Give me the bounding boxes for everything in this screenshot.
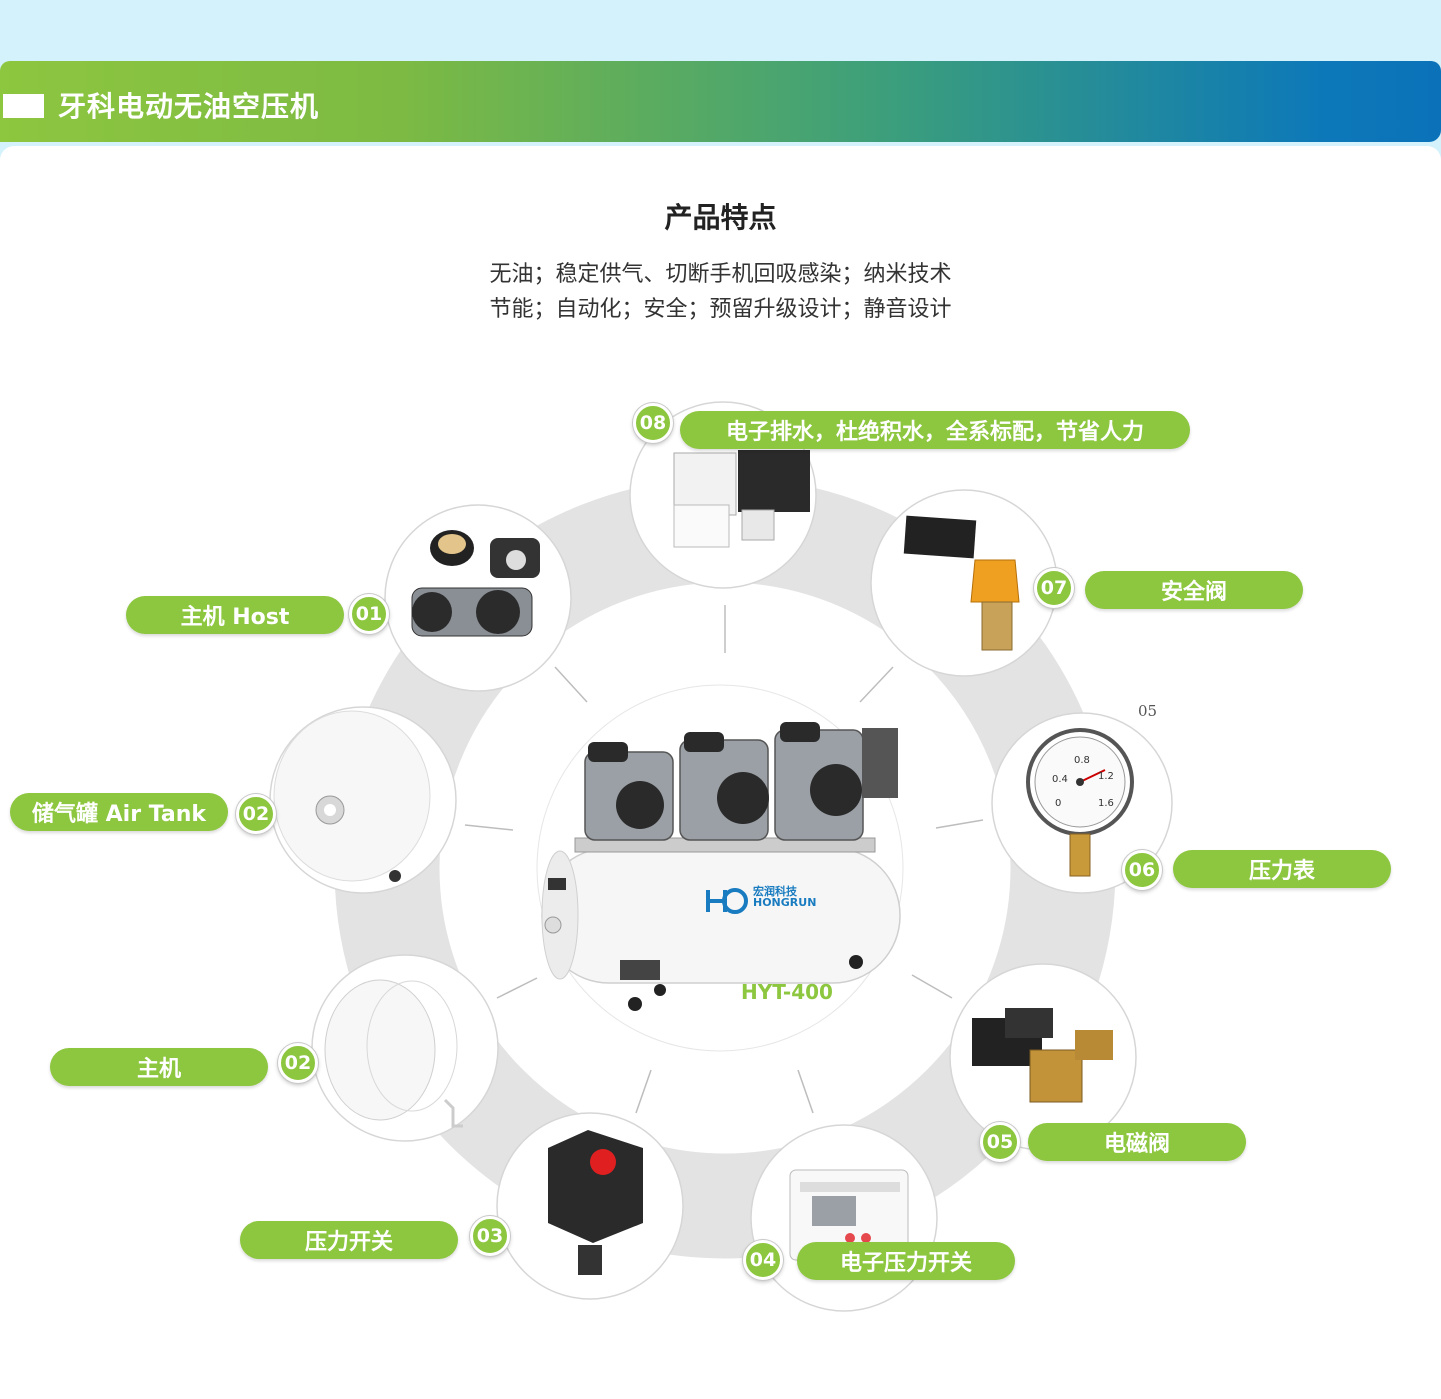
- label-host: 主机 Host: [126, 596, 344, 634]
- badge-05: 05: [980, 1122, 1020, 1162]
- badge-02: 02: [236, 794, 276, 834]
- badge-08: 08: [633, 403, 673, 443]
- label-electronic-drain: 电子排水，杜绝积水，全系标配，节省人力: [680, 411, 1190, 449]
- tank-icon: [273, 710, 431, 882]
- drain-valve-icon: [673, 450, 810, 548]
- motor-icon: [411, 530, 540, 637]
- badge-04: 04: [743, 1240, 783, 1280]
- page-title: 牙科电动无油空压机: [58, 90, 320, 123]
- controller-icon: [789, 1169, 909, 1261]
- compressor-image: [541, 722, 901, 1011]
- badge-01: 01: [349, 594, 389, 634]
- stray-number: 05: [1138, 702, 1158, 720]
- brand-logo: 宏润科技 HONGRUN: [753, 885, 817, 909]
- safety-valve-icon: [903, 515, 1020, 651]
- gauge-tick: 0: [1055, 798, 1061, 809]
- label-pressure-gauge: 压力表: [1173, 850, 1391, 888]
- badge-02b: 02: [278, 1043, 318, 1083]
- pressure-switch-icon: [548, 1130, 643, 1275]
- badge-07: 07: [1034, 568, 1074, 608]
- gauge-icon: 0.4 0.8 1.2 1.6 0: [1026, 728, 1134, 877]
- gauge-tick: 1.2: [1098, 771, 1114, 782]
- label-safety-valve: 安全阀: [1085, 571, 1303, 609]
- badge-03: 03: [470, 1216, 510, 1256]
- label-electronic-pressure-switch: 电子压力开关: [797, 1242, 1015, 1280]
- model-label: HYT-400: [741, 980, 833, 1004]
- gauge-tick: 1.6: [1098, 798, 1114, 809]
- spokes: [464, 605, 984, 1114]
- label-air-tank: 储气罐 Air Tank: [10, 793, 228, 831]
- pipe-icon: [324, 979, 463, 1128]
- header-mark: [3, 94, 44, 118]
- gauge-tick: 0.8: [1074, 755, 1090, 766]
- features-line-2: 节能；自动化；安全；预留升级设计；静音设计: [489, 297, 952, 322]
- label-pressure-switch: 压力开关: [240, 1221, 458, 1259]
- label-solenoid-valve: 电磁阀: [1028, 1123, 1246, 1161]
- gauge-tick: 0.4: [1052, 774, 1068, 785]
- features-title: 产品特点: [664, 201, 777, 234]
- header-banner: 牙科电动无油空压机: [0, 61, 1441, 142]
- features-line-1: 无油；稳定供气、切断手机回吸感染；纳米技术: [489, 262, 952, 287]
- label-main-unit: 主机: [50, 1048, 268, 1086]
- solenoid-valve-icon: [972, 1008, 1113, 1103]
- badge-06: 06: [1122, 850, 1162, 890]
